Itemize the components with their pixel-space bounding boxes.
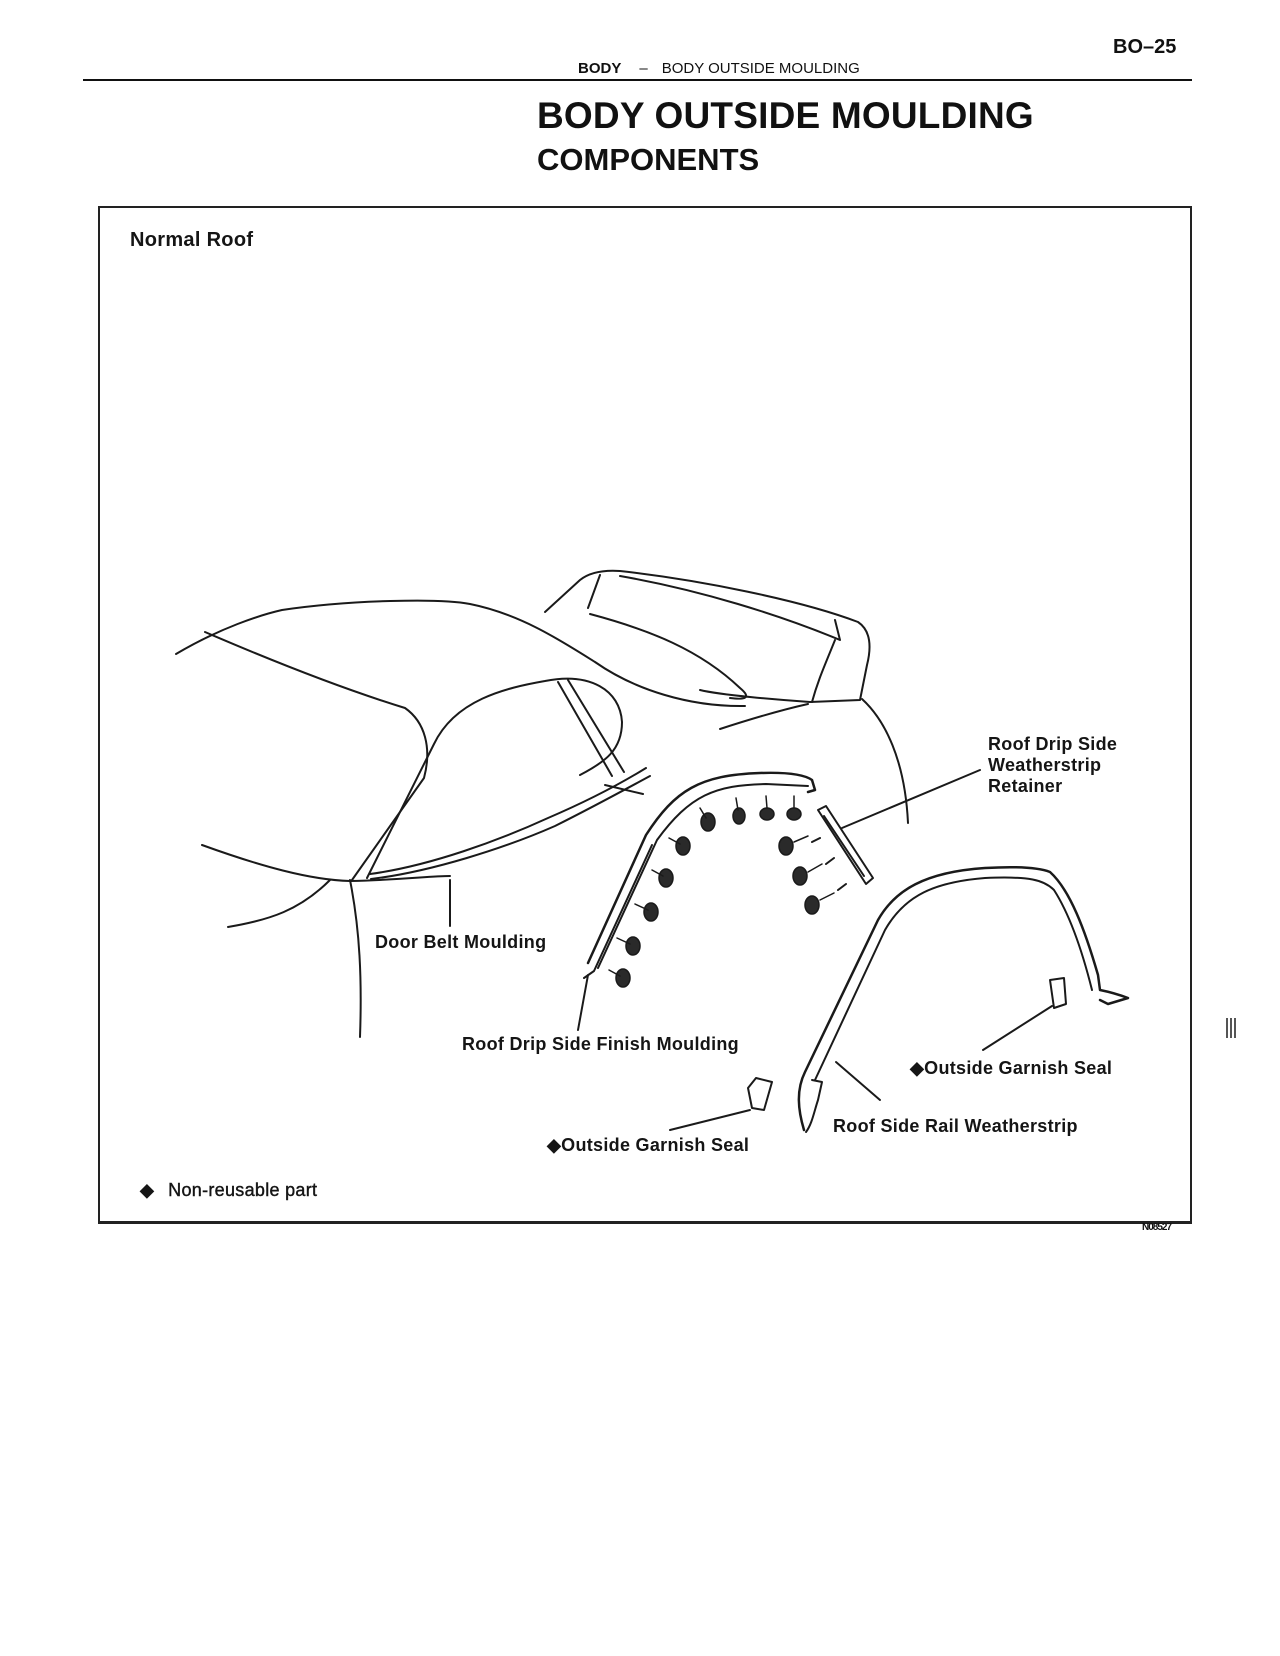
clip-icon xyxy=(759,795,775,821)
header-separator: – xyxy=(639,60,648,77)
label-line: Weatherstrip xyxy=(988,755,1102,775)
page-number: BO–25 xyxy=(1113,36,1177,58)
clip-icon xyxy=(792,863,823,886)
label-roof-drip-side-finish-moulding: Roof Drip Side Finish Moulding xyxy=(462,1034,739,1054)
section-name: BODY xyxy=(578,60,622,77)
header-rule xyxy=(83,79,1192,81)
clip-icon xyxy=(616,936,641,956)
door-belt-moulding xyxy=(369,767,651,927)
clip-icon xyxy=(732,797,746,825)
clip-icon xyxy=(778,835,809,856)
b-pillar-line xyxy=(349,879,362,1038)
figure-code: N08527 xyxy=(1142,1222,1172,1233)
c-pillar-strip xyxy=(557,679,625,777)
label-outside-garnish-seal-left: ◆Outside Garnish Seal xyxy=(547,1135,750,1155)
page-title: BODY OUTSIDE MOULDING xyxy=(537,95,1034,136)
clip-icon xyxy=(634,902,659,922)
car-body-outline xyxy=(175,599,909,1038)
rear-quarter-window-line xyxy=(366,677,623,879)
quarter-upper-line xyxy=(719,703,809,730)
subsection-name: BODY OUTSIDE MOULDING xyxy=(661,60,860,77)
clip-icon xyxy=(608,968,631,988)
page-subtitle: COMPONENTS xyxy=(537,142,760,177)
figure-title: Normal Roof xyxy=(130,229,254,251)
roof-rear-edge xyxy=(204,631,429,881)
label-outside-garnish-seal-right: ◆Outside Garnish Seal xyxy=(910,1058,1113,1078)
body-side-line xyxy=(201,844,451,928)
clip-icon xyxy=(668,836,691,856)
clip-icon xyxy=(699,807,716,832)
roof-drip-side-finish-moulding xyxy=(577,771,817,1031)
roof-line xyxy=(175,599,746,708)
clip-icon xyxy=(786,795,802,821)
scan-artifact xyxy=(1226,1018,1240,1040)
label-line: Retainer xyxy=(988,776,1063,796)
diamond-icon: ◆ xyxy=(140,1180,155,1200)
roof-drip-side-weatherstrip-retainer xyxy=(811,769,981,891)
roof-side-rail-weatherstrip xyxy=(797,865,1130,1133)
clip-icon xyxy=(804,892,835,915)
label-door-belt-moulding: Door Belt Moulding xyxy=(375,932,547,952)
label-line: Roof Drip Side xyxy=(988,734,1118,754)
label-roof-side-rail-weatherstrip: Roof Side Rail Weatherstrip xyxy=(833,1116,1078,1136)
rear-spoiler xyxy=(544,569,871,703)
figure-frame xyxy=(98,206,1192,1224)
legend-non-reusable: ◆ Non-reusable part xyxy=(140,1180,317,1201)
outside-garnish-seals xyxy=(669,977,1067,1131)
label-roof-drip-side-weatherstrip-retainer: Roof Drip Side Weatherstrip Retainer xyxy=(988,734,1117,797)
legend-text: Non-reusable part xyxy=(168,1180,318,1200)
running-header: BODY–BODY OUTSIDE MOULDING xyxy=(578,60,860,77)
clips xyxy=(608,795,835,988)
rear-fender-curve xyxy=(861,698,909,824)
clip-icon xyxy=(651,868,674,888)
